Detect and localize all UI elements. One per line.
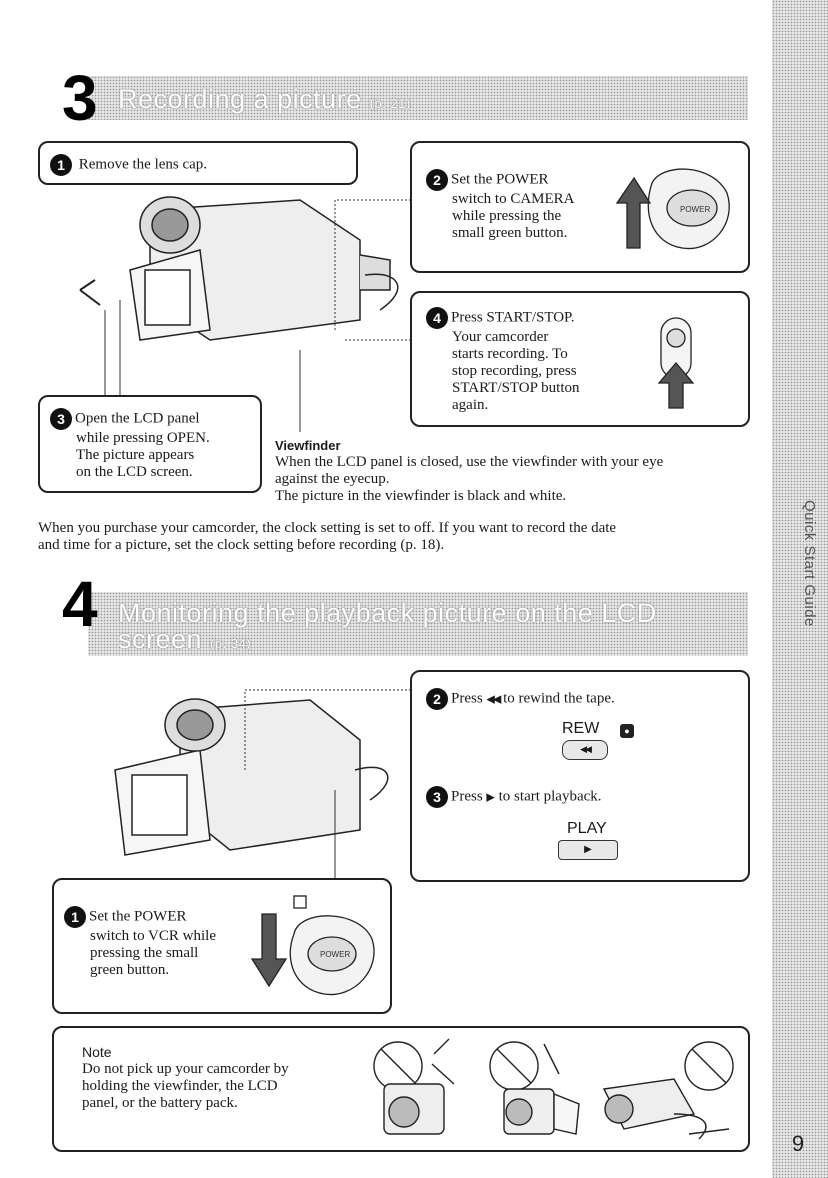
step-1-badge-s4: 1	[64, 906, 86, 928]
step-2-badge-s4: 2	[426, 688, 448, 710]
power-switch-vcr-illustration: POWER	[244, 894, 389, 1004]
note-heading: Note	[82, 1044, 372, 1061]
step-3-badge-s4: 3	[426, 786, 448, 808]
prohibited-viewfinder-icon	[374, 1039, 454, 1134]
prohibited-lcd-icon	[490, 1042, 579, 1134]
do-not-hold-illustrations	[354, 1034, 744, 1146]
page-number: 9	[780, 1126, 816, 1162]
rewind-icon: ◀◀	[486, 693, 499, 705]
rew-button[interactable]: ◀◀	[562, 740, 608, 760]
prohibited-battery-icon	[604, 1042, 733, 1139]
svg-text:POWER: POWER	[320, 950, 350, 959]
rew-button-icon: ●	[620, 724, 634, 738]
play-button-label: PLAY	[567, 820, 607, 837]
play-icon: ▶	[486, 791, 494, 803]
note-box: Note Do not pick up your camcorder by ho…	[52, 1026, 750, 1152]
play-button[interactable]: ▶	[558, 840, 618, 860]
rew-button-label: REW	[562, 720, 599, 737]
